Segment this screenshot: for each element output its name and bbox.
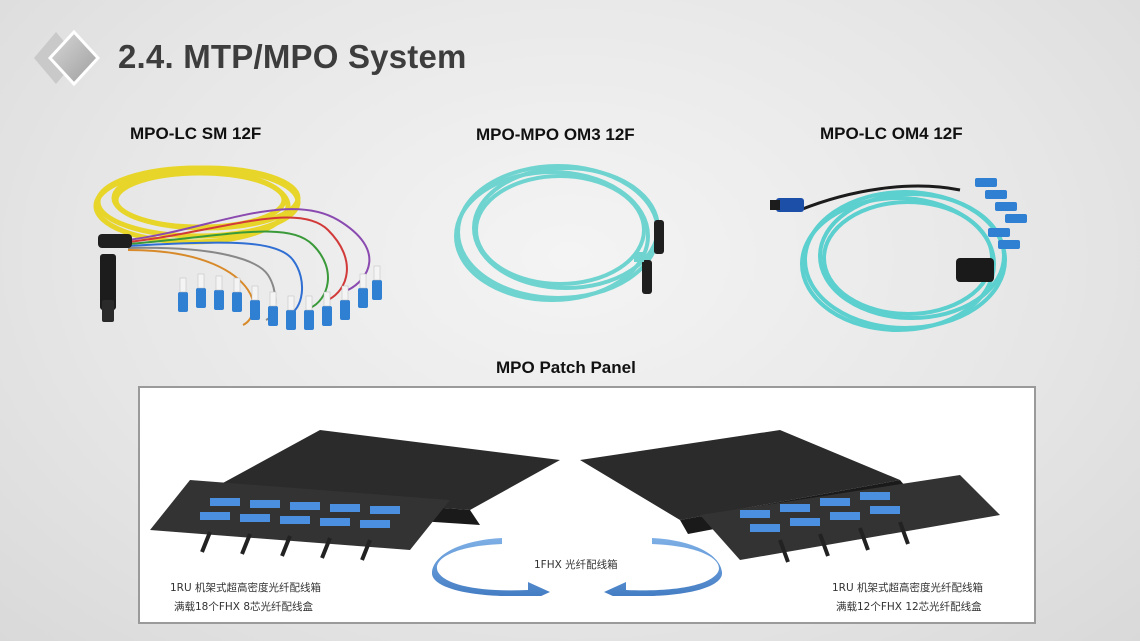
page-title: 2.4. MTP/MPO System (118, 38, 467, 75)
rotate-arrows-icon (432, 538, 722, 596)
patch-panel-left-text-2: 满载18个FHX 8芯光纤配线盒 (174, 601, 314, 613)
patch-panel-caption: MPO Patch Panel (496, 358, 636, 377)
patch-panel-left-image (150, 430, 560, 561)
patch-panel-right-text-2: 满载12个FHX 12芯光纤配线盒 (836, 601, 982, 613)
mpo-lc-om4-cable-image (770, 178, 1027, 332)
mpo-mpo-om3-cable-image (454, 164, 664, 302)
product-caption-mpo-lc-sm: MPO-LC SM 12F (130, 124, 262, 143)
diamond-bullet-icon (34, 30, 100, 86)
product-caption-mpo-lc-om4: MPO-LC OM4 12F (820, 124, 963, 143)
product-caption-mpo-mpo-om3: MPO-MPO OM3 12F (476, 125, 635, 144)
patch-panel-left-text-1: 1RU 机架式超高密度光纤配线箱 (170, 582, 321, 594)
patch-panel-right-text-1: 1RU 机架式超高密度光纤配线箱 (832, 582, 983, 594)
mpo-lc-sm-cable-image (93, 165, 382, 330)
patch-panel-center-text: 1FHX 光纤配线箱 (534, 559, 618, 571)
patch-panel-right-image (580, 430, 1000, 563)
